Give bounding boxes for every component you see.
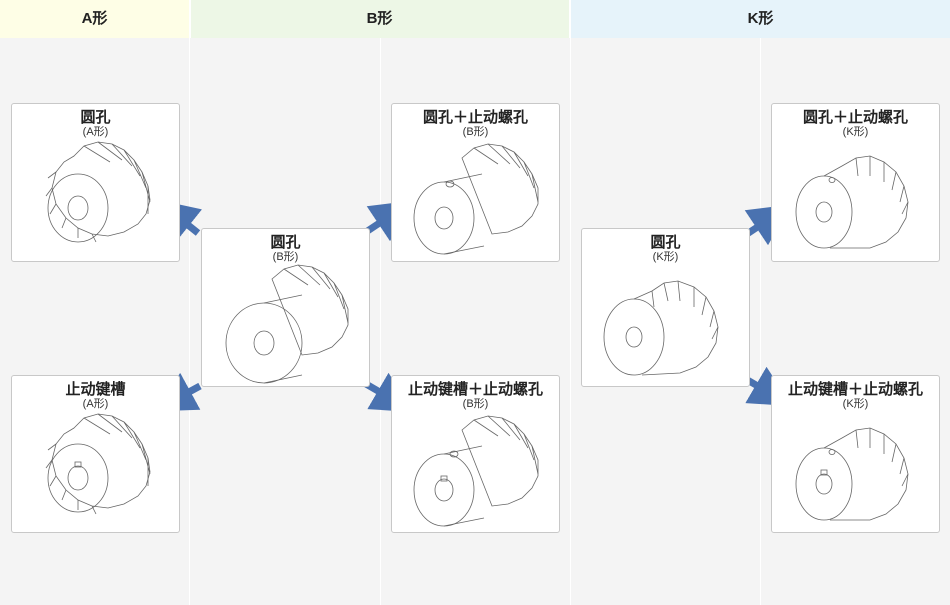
column-divider: [760, 38, 761, 605]
card-title: 圆孔: [270, 234, 301, 251]
card-subtitle: (B形): [272, 251, 299, 263]
column-divider: [380, 38, 381, 605]
spur-gear-hub-set-screw-icon: [413, 143, 539, 255]
card-b-keyway-set-screw: 止动键槽＋止动螺孔 (B形): [391, 375, 560, 533]
card-subtitle: (B形): [462, 126, 489, 138]
column-divider: [570, 38, 571, 605]
card-title: 止动键槽＋止动螺孔: [787, 381, 923, 398]
header-a-type: A形: [0, 0, 189, 38]
card-k-keyway-set-screw: 止动键槽＋止动螺孔 (K形): [771, 375, 940, 533]
card-subtitle: (K形): [842, 398, 869, 410]
arrow-to-a-keyway: [153, 372, 202, 412]
arrow-to-b-round-screw: [364, 200, 414, 242]
spur-gear-hub-round-bore-icon: [225, 264, 349, 384]
card-k-round-bore: 圆孔 (K形): [581, 228, 750, 387]
card-subtitle: (K形): [652, 251, 679, 263]
card-k-round-bore-set-screw: 圆孔＋止动螺孔 (K形): [771, 103, 940, 262]
header-k-type: K形: [571, 0, 950, 38]
card-subtitle: (K形): [842, 126, 869, 138]
header-gap: [189, 0, 191, 38]
arrow-to-a-round: [156, 199, 203, 243]
card-b-round-bore-set-screw: 圆孔＋止动螺孔 (B形): [391, 103, 560, 262]
header-b-type: B形: [190, 0, 569, 38]
card-b-round-bore: 圆孔 (B形): [201, 228, 370, 387]
header-gap: [569, 0, 571, 38]
card-title: 圆孔＋止动螺孔: [802, 109, 908, 126]
spur-gear-keyway-set-screw-icon: [413, 415, 539, 527]
card-subtitle: (A形): [82, 126, 109, 138]
spur-gear-k-keyway-set-screw-icon: [795, 427, 909, 521]
spur-gear-keyway-icon: [45, 413, 151, 515]
spur-gear-k-round-bore-icon: [603, 280, 719, 376]
card-a-round-bore: 圆孔 (A形): [11, 103, 180, 262]
card-title: 圆孔: [650, 234, 681, 251]
card-title: 止动键槽＋止动螺孔: [407, 381, 543, 398]
arrow-to-b-key-screw: [364, 372, 415, 413]
column-divider: [189, 38, 190, 605]
spur-gear-round-bore-icon: [45, 141, 151, 243]
card-a-keyway: 止动键槽 (A形): [11, 375, 180, 533]
card-subtitle: (B形): [462, 398, 489, 410]
card-title: 圆孔＋止动螺孔: [422, 109, 528, 126]
card-title: 止动键槽: [65, 381, 126, 398]
card-title: 圆孔: [80, 109, 111, 126]
spur-gear-k-set-screw-icon: [795, 155, 909, 249]
card-subtitle: (A形): [82, 398, 109, 410]
